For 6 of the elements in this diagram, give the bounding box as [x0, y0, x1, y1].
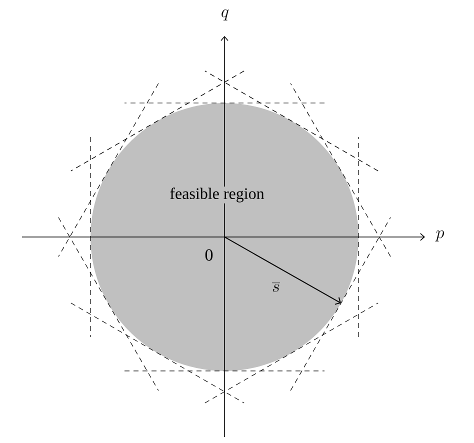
region-label: feasible region	[168, 186, 266, 204]
feasible-region-circle	[90, 103, 358, 371]
axis-label: $q$	[222, 9, 229, 20]
vector-label: $\overline{s}$	[272, 282, 280, 292]
origin-label: 0	[205, 249, 213, 261]
axis-label: $p$	[435, 230, 444, 242]
